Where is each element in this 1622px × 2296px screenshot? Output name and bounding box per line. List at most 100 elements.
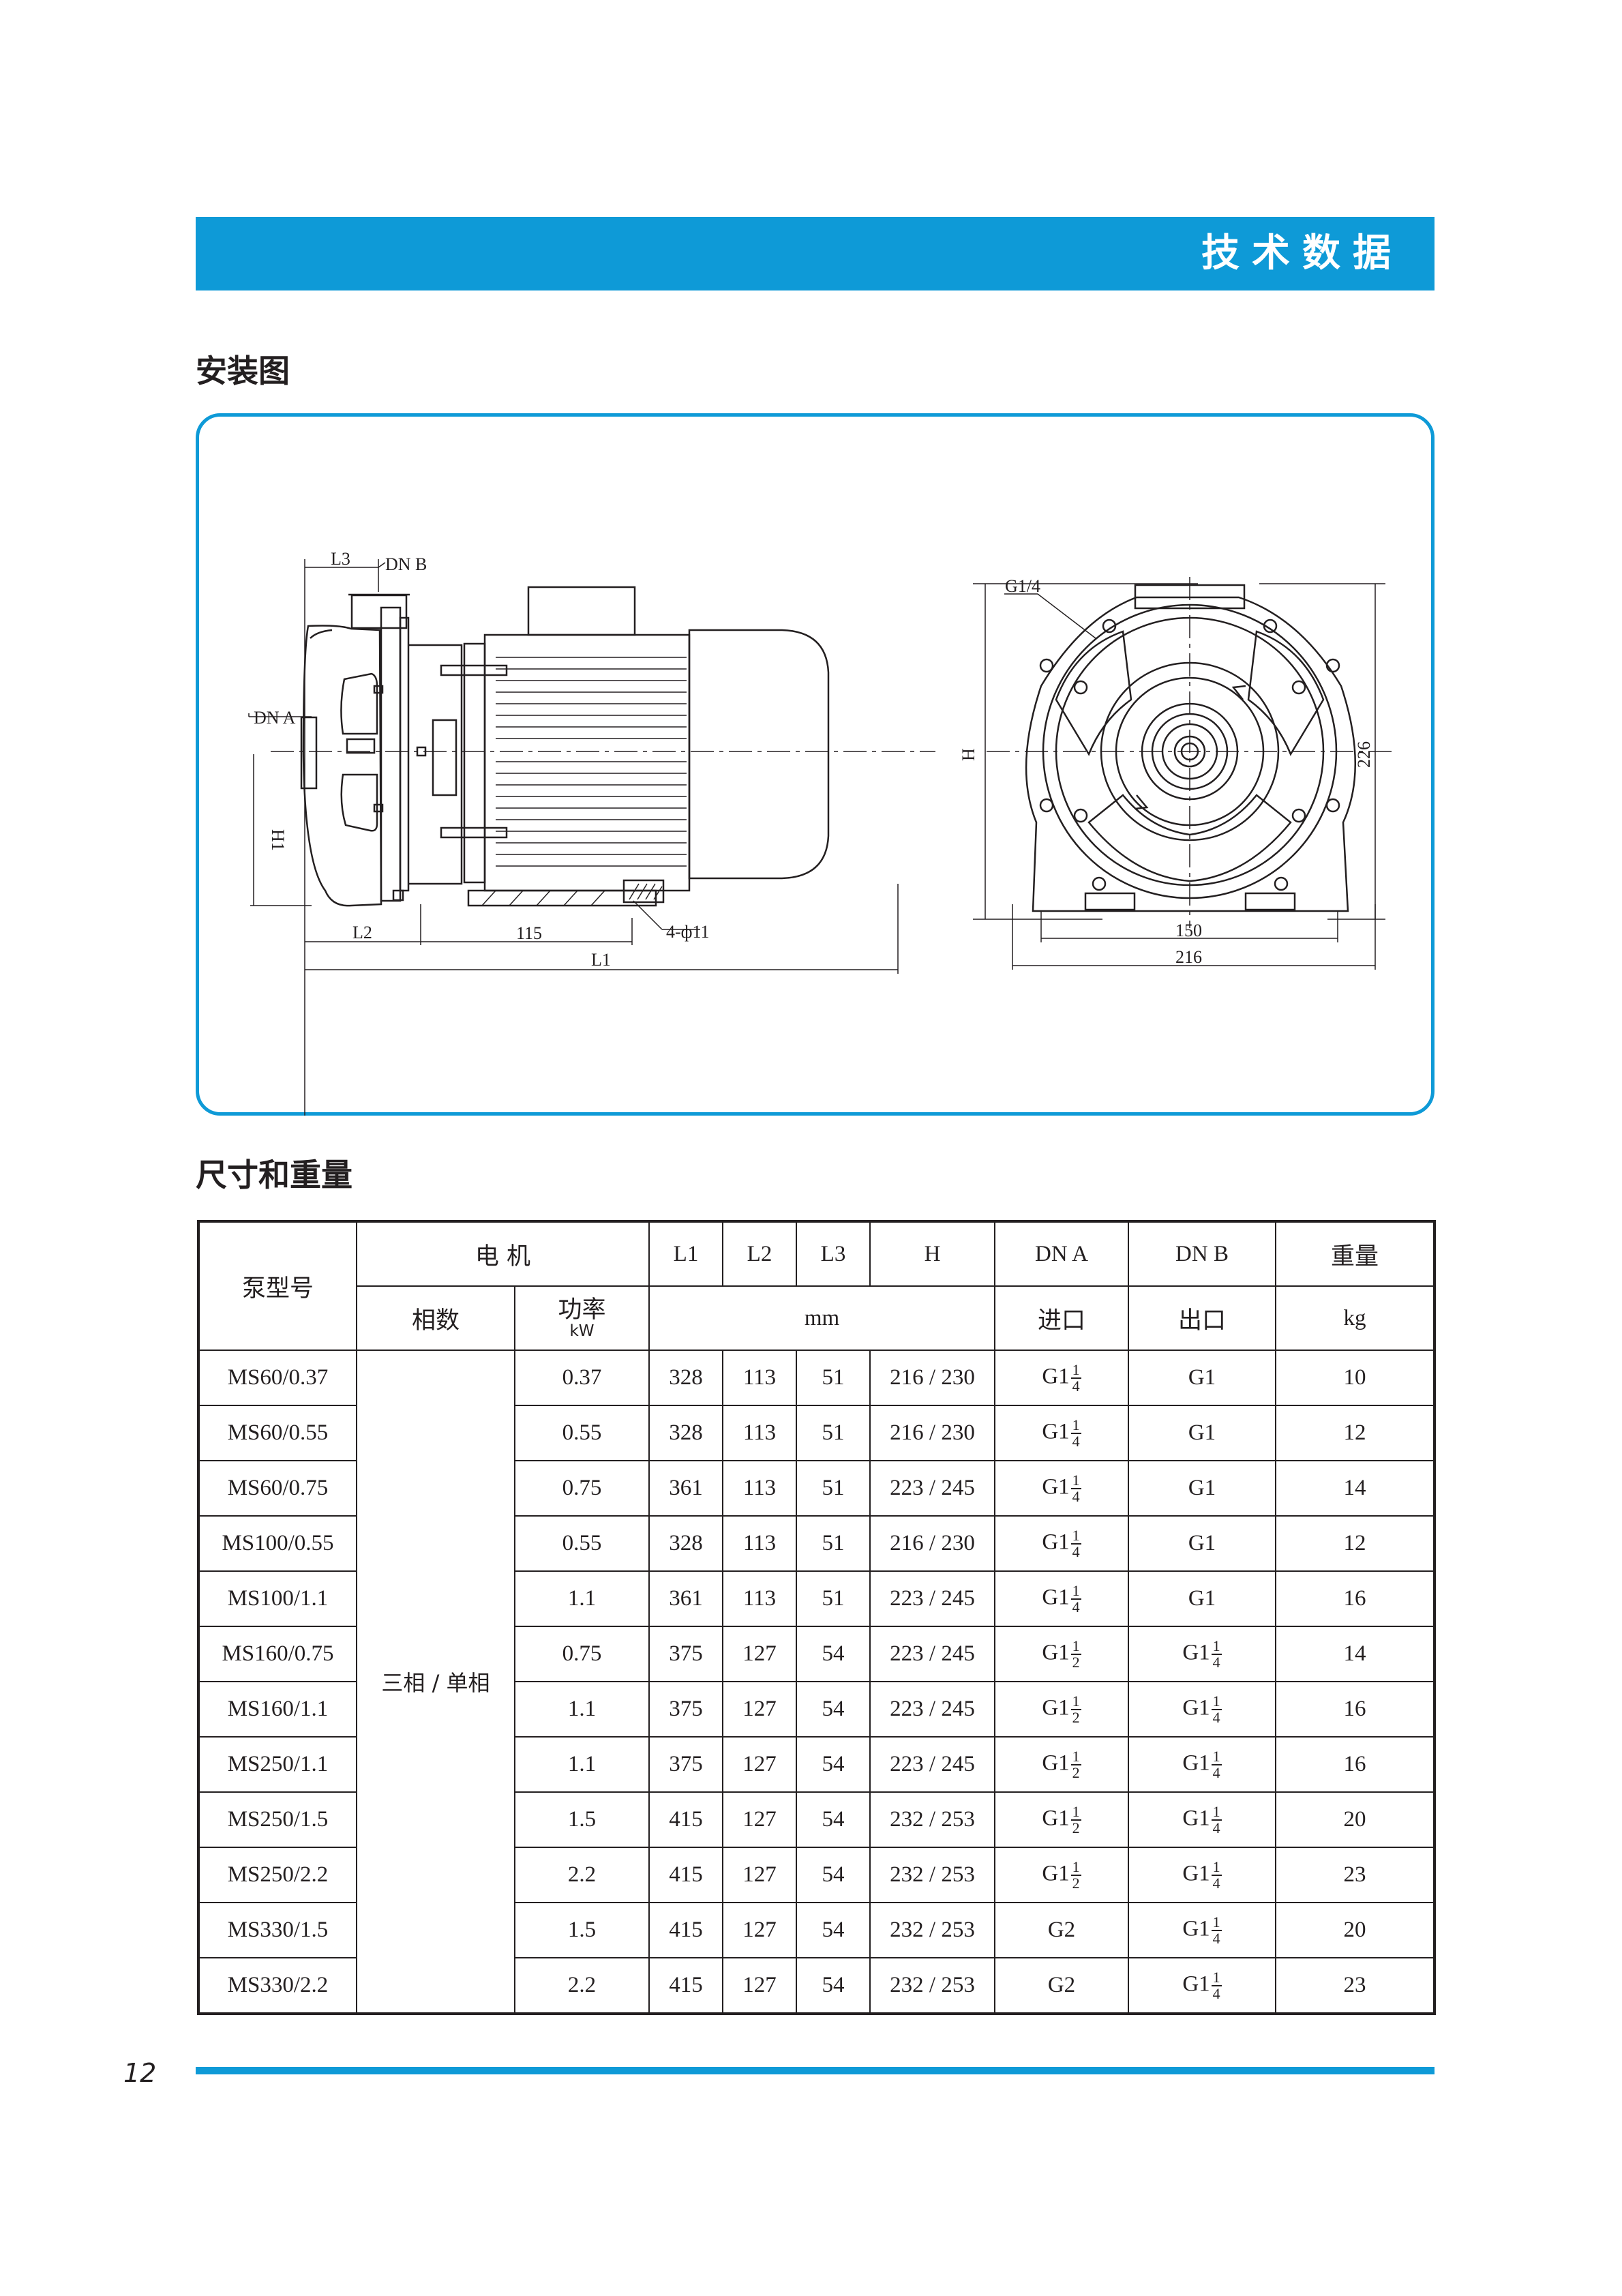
cell-dn-a-base: G1 <box>1042 1695 1070 1720</box>
cell-l3: 54 <box>796 1791 871 1848</box>
cell-power: 1.1 <box>514 1681 650 1738</box>
cell-h: 223 / 245 <box>869 1570 995 1627</box>
cell-dn-b-base: G1 <box>1182 1806 1210 1831</box>
cell-weight: 23 <box>1275 1847 1435 1903</box>
front-dimension-labels: G1/4 H 226 150 216 <box>959 576 1374 967</box>
header-dn-a: DN A <box>994 1221 1129 1287</box>
cell-weight: 14 <box>1275 1626 1435 1682</box>
cell-dn-a-base: G1 <box>1042 1861 1070 1886</box>
cell-l2: 127 <box>722 1957 797 2014</box>
cell-weight: 20 <box>1275 1902 1435 1958</box>
side-view <box>271 586 935 907</box>
cell-dn-b-base: G1 <box>1182 1971 1210 1997</box>
cell-dn-b: G1 <box>1128 1460 1276 1517</box>
cell-l1: 375 <box>648 1736 723 1793</box>
cell-h: 232 / 253 <box>869 1902 995 1958</box>
cell-h: 216 / 230 <box>869 1405 995 1461</box>
cell-weight: 14 <box>1275 1460 1435 1517</box>
header-l2: L2 <box>722 1221 797 1287</box>
dim-g14-label: G1/4 <box>1005 576 1040 596</box>
side-dimension-labels: L3 DN B DN A H1 L2 115 4-ф11 L1 <box>254 549 710 970</box>
dim-l3-label: L3 <box>331 549 350 569</box>
cell-dn-b: G1 <box>1128 1515 1276 1572</box>
cell-l2: 113 <box>722 1570 797 1627</box>
cell-l2: 127 <box>722 1847 797 1903</box>
header-outlet: 出口 <box>1128 1285 1276 1351</box>
cell-l3: 51 <box>796 1570 871 1627</box>
cell-l3: 51 <box>796 1515 871 1572</box>
cell-power: 0.55 <box>514 1515 650 1572</box>
cell-model: MS60/0.55 <box>198 1405 357 1461</box>
header-inlet: 进口 <box>994 1285 1129 1351</box>
dim-226-label: 226 <box>1354 741 1374 768</box>
cell-model: MS330/2.2 <box>198 1957 357 2014</box>
cell-dn-a-base: G1 <box>1042 1419 1070 1444</box>
cell-l2: 113 <box>722 1460 797 1517</box>
cell-model: MS100/0.55 <box>198 1515 357 1572</box>
drawing-frame <box>196 413 1435 1116</box>
cell-h: 232 / 253 <box>869 1847 995 1903</box>
install-section-title: 安装图 <box>196 353 290 389</box>
header-mm: mm <box>648 1285 995 1351</box>
cell-dn-a-base: G2 <box>1047 1918 1076 1942</box>
header-power-label: 功率 <box>558 1296 606 1324</box>
cell-model: MS60/0.37 <box>198 1350 357 1406</box>
page-number: 12 <box>123 2058 157 2088</box>
cell-h: 223 / 245 <box>869 1460 995 1517</box>
header-dn-b: DN B <box>1128 1221 1276 1287</box>
cell-l3: 54 <box>796 1902 871 1958</box>
cell-dn-b-base: G1 <box>1182 1916 1210 1941</box>
cell-dn-b-base: G1 <box>1182 1750 1210 1776</box>
cell-l1: 415 <box>648 1957 723 2014</box>
cell-l1: 328 <box>648 1350 723 1406</box>
cell-weight: 16 <box>1275 1570 1435 1627</box>
cell-dn-b: G1 <box>1128 1570 1276 1627</box>
footer-bar <box>196 2067 1435 2074</box>
cell-l3: 54 <box>796 1847 871 1903</box>
cell-dn-b-base: G1 <box>1182 1861 1210 1886</box>
header-kg: kg <box>1275 1285 1435 1351</box>
cell-power: 2.2 <box>514 1957 650 2014</box>
cell-power: 1.1 <box>514 1736 650 1793</box>
cell-l2: 127 <box>722 1681 797 1738</box>
cell-l1: 415 <box>648 1847 723 1903</box>
cell-weight: 16 <box>1275 1736 1435 1793</box>
cell-h: 223 / 245 <box>869 1626 995 1682</box>
cell-h: 223 / 245 <box>869 1681 995 1738</box>
dim-h-label: H <box>959 748 978 761</box>
cell-dn-a: G2 <box>994 1902 1129 1958</box>
cell-dn-a-base: G1 <box>1042 1806 1070 1831</box>
cell-l3: 51 <box>796 1460 871 1517</box>
dim-l2-label: L2 <box>352 923 372 942</box>
cell-weight: 20 <box>1275 1791 1435 1848</box>
header-l1: L1 <box>648 1221 723 1287</box>
cell-l1: 361 <box>648 1570 723 1627</box>
